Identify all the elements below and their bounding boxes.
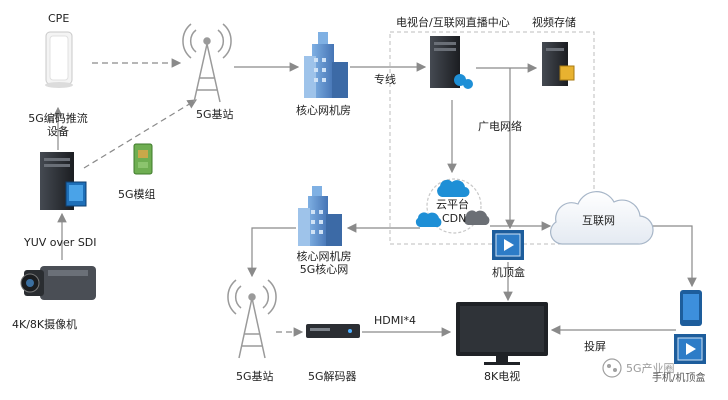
encoder-server-icon: [40, 152, 87, 210]
phone-set-top-box-icon: [674, 334, 706, 364]
cpe-label: CPE: [48, 12, 70, 25]
core-building-bottom-icon: [298, 186, 342, 246]
encoder-label: 5G编码推流 设备: [26, 112, 90, 138]
phone-icon: [680, 290, 702, 326]
phone-stb-label: 手机/机顶盒: [652, 373, 706, 384]
internet-cloud-icon: [550, 191, 654, 245]
module-icon: [133, 143, 153, 175]
hdmi-label: HDMI*4: [374, 314, 416, 327]
core-bottom-label-line2: 5G核心网: [299, 263, 349, 276]
watermark-logo-icon: [602, 358, 622, 378]
dedicated-line-label: 专线: [374, 73, 396, 86]
tv-icon: [456, 302, 548, 365]
internet-label: 互联网: [582, 214, 615, 227]
tv-center-label: 电视台/互联网直播中心: [396, 16, 510, 29]
watermark-text: 5G产业圈: [626, 362, 675, 375]
tv-label: 8K电视: [484, 370, 521, 383]
camera-label: 4K/8K摄像机: [12, 318, 78, 331]
storage-server-icon: [542, 42, 575, 86]
base-station-top-label: 5G基站: [196, 108, 234, 121]
link-core-basestation-bottom: [247, 227, 296, 278]
decoder-label: 5G解码器: [308, 370, 357, 383]
module-label: 5G模组: [118, 188, 156, 201]
cloud-platform-cluster: [415, 178, 490, 234]
decoder-icon: [306, 324, 360, 338]
core-top-label: 核心网机房: [296, 104, 351, 117]
cpe-icon: [45, 31, 73, 88]
cloud-icon: [437, 179, 470, 198]
core-building-top-icon: [304, 32, 348, 98]
base-station-bottom-label: 5G基站: [236, 370, 274, 383]
core-bottom-label-line1: 核心网机房: [296, 250, 352, 263]
base-station-bottom-icon: [227, 279, 277, 359]
camera-icon: [20, 266, 96, 300]
cdn-label: CDN: [442, 212, 467, 225]
encoder-label-line2: 设备: [47, 125, 69, 138]
encoder-label-line1: 5G编码推流: [28, 112, 88, 125]
link-encoder-basestation: [83, 99, 198, 169]
cloud-platform-label: 云平台: [436, 198, 469, 211]
broadcast-network-label: 广电网络: [478, 120, 522, 133]
screen-cast-label: 投屏: [584, 340, 606, 353]
stb-label: 机顶盒: [492, 266, 525, 279]
cloud-icon: [415, 212, 442, 227]
yuv-label: YUV over SDI: [24, 236, 97, 249]
core-bottom-label: 核心网机房 5G核心网: [284, 250, 364, 276]
video-storage-label: 视频存储: [532, 16, 576, 29]
cloud-icon: [463, 210, 490, 225]
link-internet-phone: [640, 225, 697, 288]
tv-center-server-icon: [430, 36, 473, 89]
set-top-box-icon: [492, 230, 524, 260]
base-station-top-icon: [182, 23, 232, 103]
